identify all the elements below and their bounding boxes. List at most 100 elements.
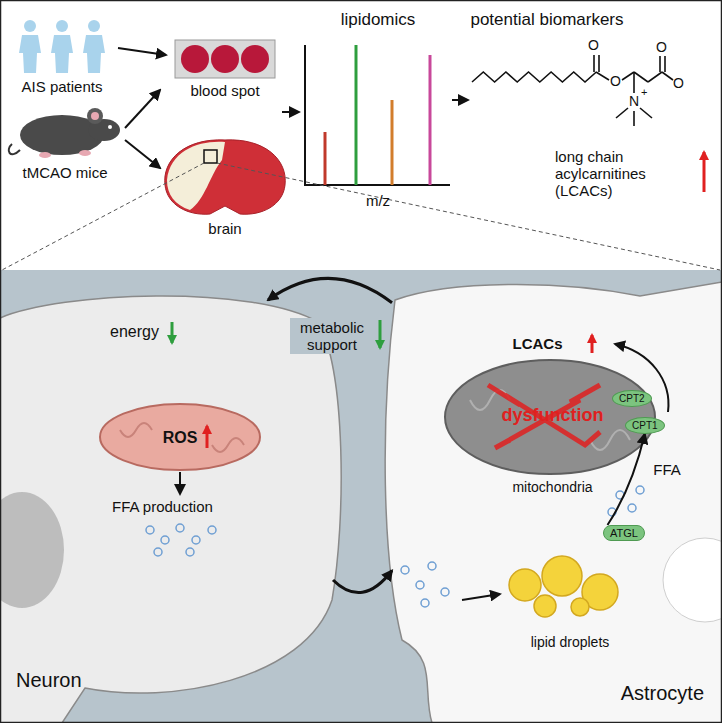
- illustration-stroke: [593, 55, 595, 72]
- illustration-stroke: [161, 536, 169, 544]
- illustration-stroke: [662, 72, 673, 80]
- node-text: Neuron: [16, 669, 82, 692]
- illustration-stroke: [472, 72, 596, 82]
- illustration-stroke: [616, 108, 628, 118]
- illustration-stroke: [181, 45, 209, 73]
- blood-spot-card: [175, 40, 275, 78]
- node-text: Astrocyte: [621, 682, 704, 705]
- illustration-stroke: [56, 20, 68, 32]
- illustration-stroke: [241, 45, 269, 73]
- organelle: ROS: [100, 405, 260, 470]
- transporter: CPT1: [625, 417, 665, 434]
- illustration-stroke: [305, 45, 450, 185]
- edge-label: FFA: [648, 460, 686, 479]
- illustration-stroke: [171, 322, 174, 343]
- lipid-droplet-shapes: [509, 556, 618, 617]
- illustration-stroke: [664, 56, 666, 72]
- illustration-stroke: [462, 594, 500, 600]
- acylcarnitine-structure: [472, 55, 673, 126]
- illustration-stroke: [324, 132, 327, 185]
- illustration-stroke: [542, 556, 582, 596]
- atom-label: O: [610, 73, 624, 89]
- atom-label: N: [629, 93, 643, 109]
- patient-icons: [19, 20, 105, 73]
- illustration-stroke: [179, 472, 181, 494]
- lcac-export-arrow: [615, 344, 668, 412]
- neuron-nucleus: [0, 492, 64, 608]
- text-label: lipidomics: [318, 10, 438, 30]
- text-label: energy: [110, 323, 170, 341]
- illustration-stroke: [83, 35, 105, 73]
- illustration-stroke: [470, 390, 630, 450]
- node-text: ATGL: [603, 525, 645, 541]
- illustration-stroke: [640, 108, 652, 118]
- illustration-stroke: [108, 125, 112, 129]
- illustration-stroke: [509, 569, 541, 601]
- illustration-stroke: [192, 536, 200, 544]
- illustration-stroke: [118, 48, 166, 55]
- illustration-stroke: [633, 72, 635, 93]
- illustration-stroke: [146, 526, 154, 534]
- text-label: FFA production: [112, 498, 252, 515]
- transporter: CPT2: [612, 390, 652, 407]
- text-label: AIS patients: [12, 78, 112, 95]
- illustration-stroke: [206, 426, 209, 448]
- illustration-stroke: [634, 72, 648, 82]
- illustration-stroke: [2, 163, 204, 270]
- illustration-stroke: [401, 566, 409, 574]
- text-label: long chain acylcarnitines (LCACs): [555, 148, 690, 199]
- text-label: blood spot: [170, 82, 280, 99]
- illustration-stroke: [88, 20, 100, 32]
- illustration-stroke: [633, 111, 635, 126]
- illustration-stroke: [211, 45, 239, 73]
- astrocyte-nucleus: [663, 538, 722, 622]
- illustration-stroke: [428, 562, 436, 570]
- blood-spots: [181, 45, 269, 73]
- illustration-stroke: [648, 72, 662, 82]
- ffa-dots: [146, 486, 644, 607]
- node-text: lipid droplets: [531, 634, 610, 650]
- illustration-stroke: [125, 140, 160, 168]
- text-label: m/z: [338, 192, 418, 209]
- illustration-stroke: [176, 524, 184, 532]
- illustration-stroke: [24, 20, 36, 32]
- illustration-stroke: [534, 595, 556, 617]
- illustration-stroke: [79, 150, 91, 156]
- node-text: mitochondria: [512, 479, 592, 495]
- illustration-stroke: [441, 588, 449, 596]
- cell: AstrocyteLCACsdysfunctionmitochondriaCPT…: [392, 290, 714, 715]
- illustration-stroke: [87, 108, 103, 124]
- brain-slice: [165, 140, 286, 214]
- illustration-stroke: [186, 548, 194, 556]
- atom-label: O: [588, 37, 602, 53]
- organelle: ATGL lipid droplets: [495, 525, 645, 650]
- illustration-stroke: [91, 112, 99, 120]
- illustration-stroke: [208, 526, 216, 534]
- infarct-area: [167, 142, 225, 210]
- illustration-stroke: [429, 55, 432, 185]
- illustration-stroke: [125, 90, 160, 128]
- mouse-icon: [9, 108, 120, 158]
- illustration-stroke: [39, 152, 51, 158]
- illustration-stroke: [120, 423, 244, 452]
- neuron-mitochondrion: [100, 404, 260, 470]
- edge-label: metabolic support: [290, 318, 374, 354]
- illustration-stroke: [628, 504, 636, 512]
- illustration-stroke: [421, 599, 429, 607]
- node-text: LCACs: [512, 335, 592, 352]
- astrocyte-shape: [385, 282, 722, 723]
- cell-panel: [0, 270, 722, 723]
- text-label: potential biomarkers: [462, 10, 632, 30]
- illustration-stroke: [571, 598, 589, 616]
- connector: [608, 434, 645, 525]
- illustration-stroke: [598, 55, 600, 72]
- illustration-stroke: [282, 111, 299, 113]
- illustration-stroke: [9, 144, 20, 154]
- spectrum: [305, 45, 450, 185]
- increase-arrow: [703, 152, 706, 192]
- illustration-stroke: [391, 100, 394, 185]
